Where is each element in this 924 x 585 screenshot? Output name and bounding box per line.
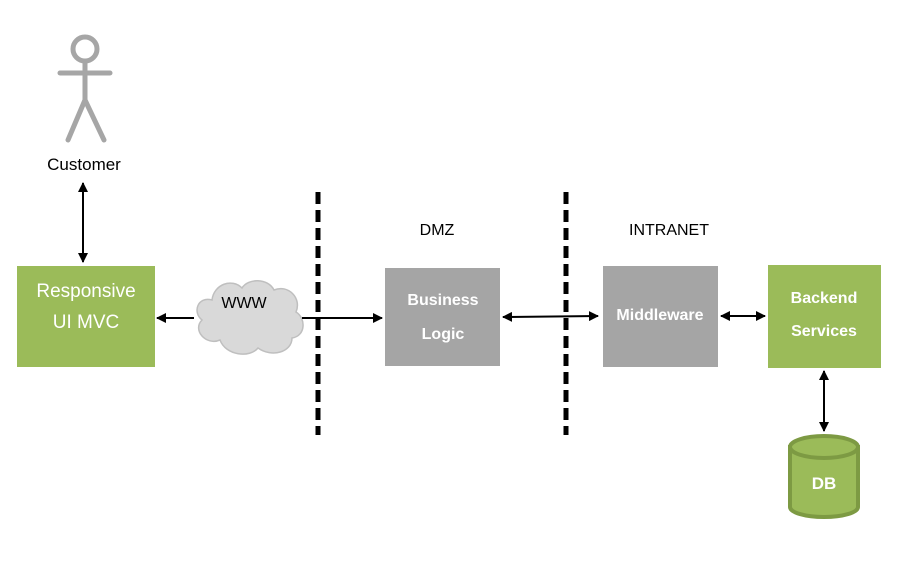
- db-label: DB: [812, 474, 837, 493]
- intranet-zone-label: INTRANET: [629, 222, 709, 239]
- ui-mvc-box: [17, 266, 155, 367]
- backend-label-line1: Backend: [791, 290, 858, 307]
- database-cylinder-icon: [788, 434, 860, 519]
- dmz-zone-label: DMZ: [420, 222, 455, 239]
- business-logic-label-line2: Logic: [422, 326, 465, 343]
- www-label: WWW: [221, 295, 267, 312]
- www-cloud-icon: [196, 280, 304, 355]
- ui-mvc-label-line1: Responsive: [36, 281, 135, 302]
- backend-services-box: [768, 265, 881, 368]
- business-logic-label-line1: Business: [407, 292, 478, 309]
- middleware-label: Middleware: [616, 307, 703, 324]
- business-logic-box: [385, 268, 500, 366]
- ui-mvc-label-line2: UI MVC: [53, 312, 120, 333]
- backend-label-line2: Services: [791, 323, 857, 340]
- customer-label: Customer: [47, 155, 121, 174]
- business-middleware-arrow: [502, 311, 599, 322]
- middleware-box: [603, 266, 718, 367]
- customer-actor-icon: [57, 34, 113, 143]
